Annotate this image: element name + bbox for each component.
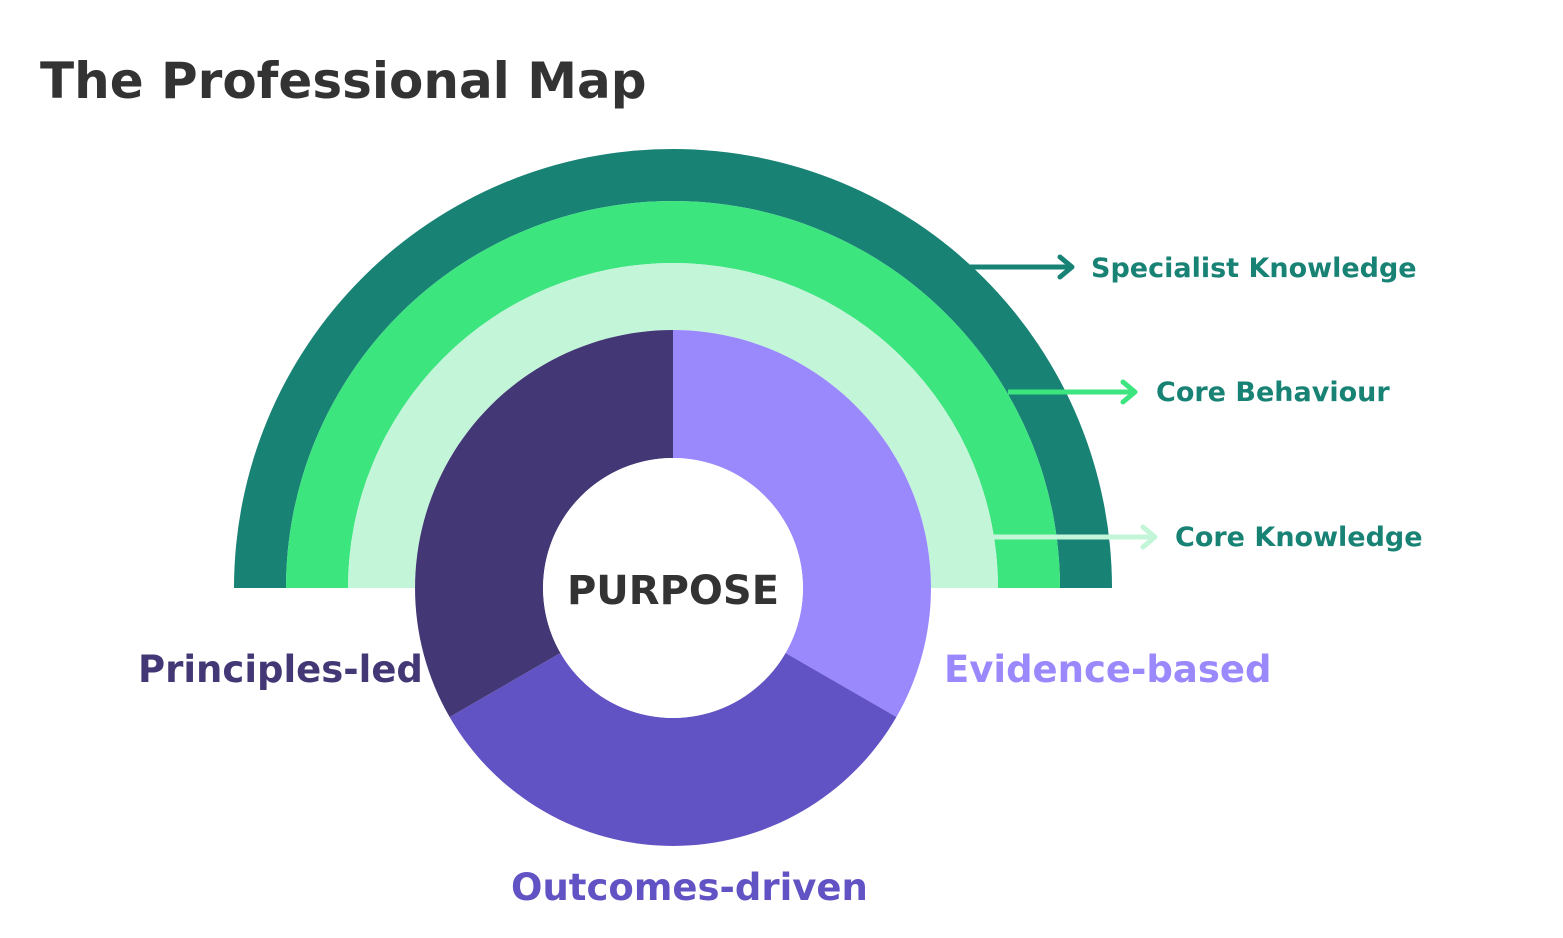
label-principles-led: Principles-led — [138, 648, 423, 691]
label-core-knowledge: Core Knowledge — [1175, 522, 1423, 553]
arrow-specialist-knowledge — [970, 254, 1075, 280]
segment-outcomes-driven — [449, 653, 897, 846]
layer-rings — [234, 149, 1112, 588]
label-evidence-based: Evidence-based — [944, 648, 1271, 691]
purpose-center-hole — [543, 458, 803, 718]
arrow-core-behaviour — [1008, 379, 1138, 405]
arrow-core-knowledge — [993, 524, 1158, 550]
layer-arrows — [970, 254, 1158, 550]
segment-evidence-based — [673, 330, 931, 717]
label-specialist-knowledge: Specialist Knowledge — [1091, 253, 1417, 284]
purpose-donut — [415, 330, 931, 846]
label-core-behaviour: Core Behaviour — [1156, 377, 1390, 408]
purpose-label: PURPOSE — [567, 568, 779, 614]
page-title: The Professional Map — [40, 52, 647, 110]
label-outcomes-driven: Outcomes-driven — [511, 866, 868, 909]
ring-specialist-knowledge — [234, 149, 1112, 588]
ring-core-knowledge — [348, 263, 998, 588]
segment-principles-led — [415, 330, 673, 717]
ring-core-behaviour — [286, 201, 1060, 588]
